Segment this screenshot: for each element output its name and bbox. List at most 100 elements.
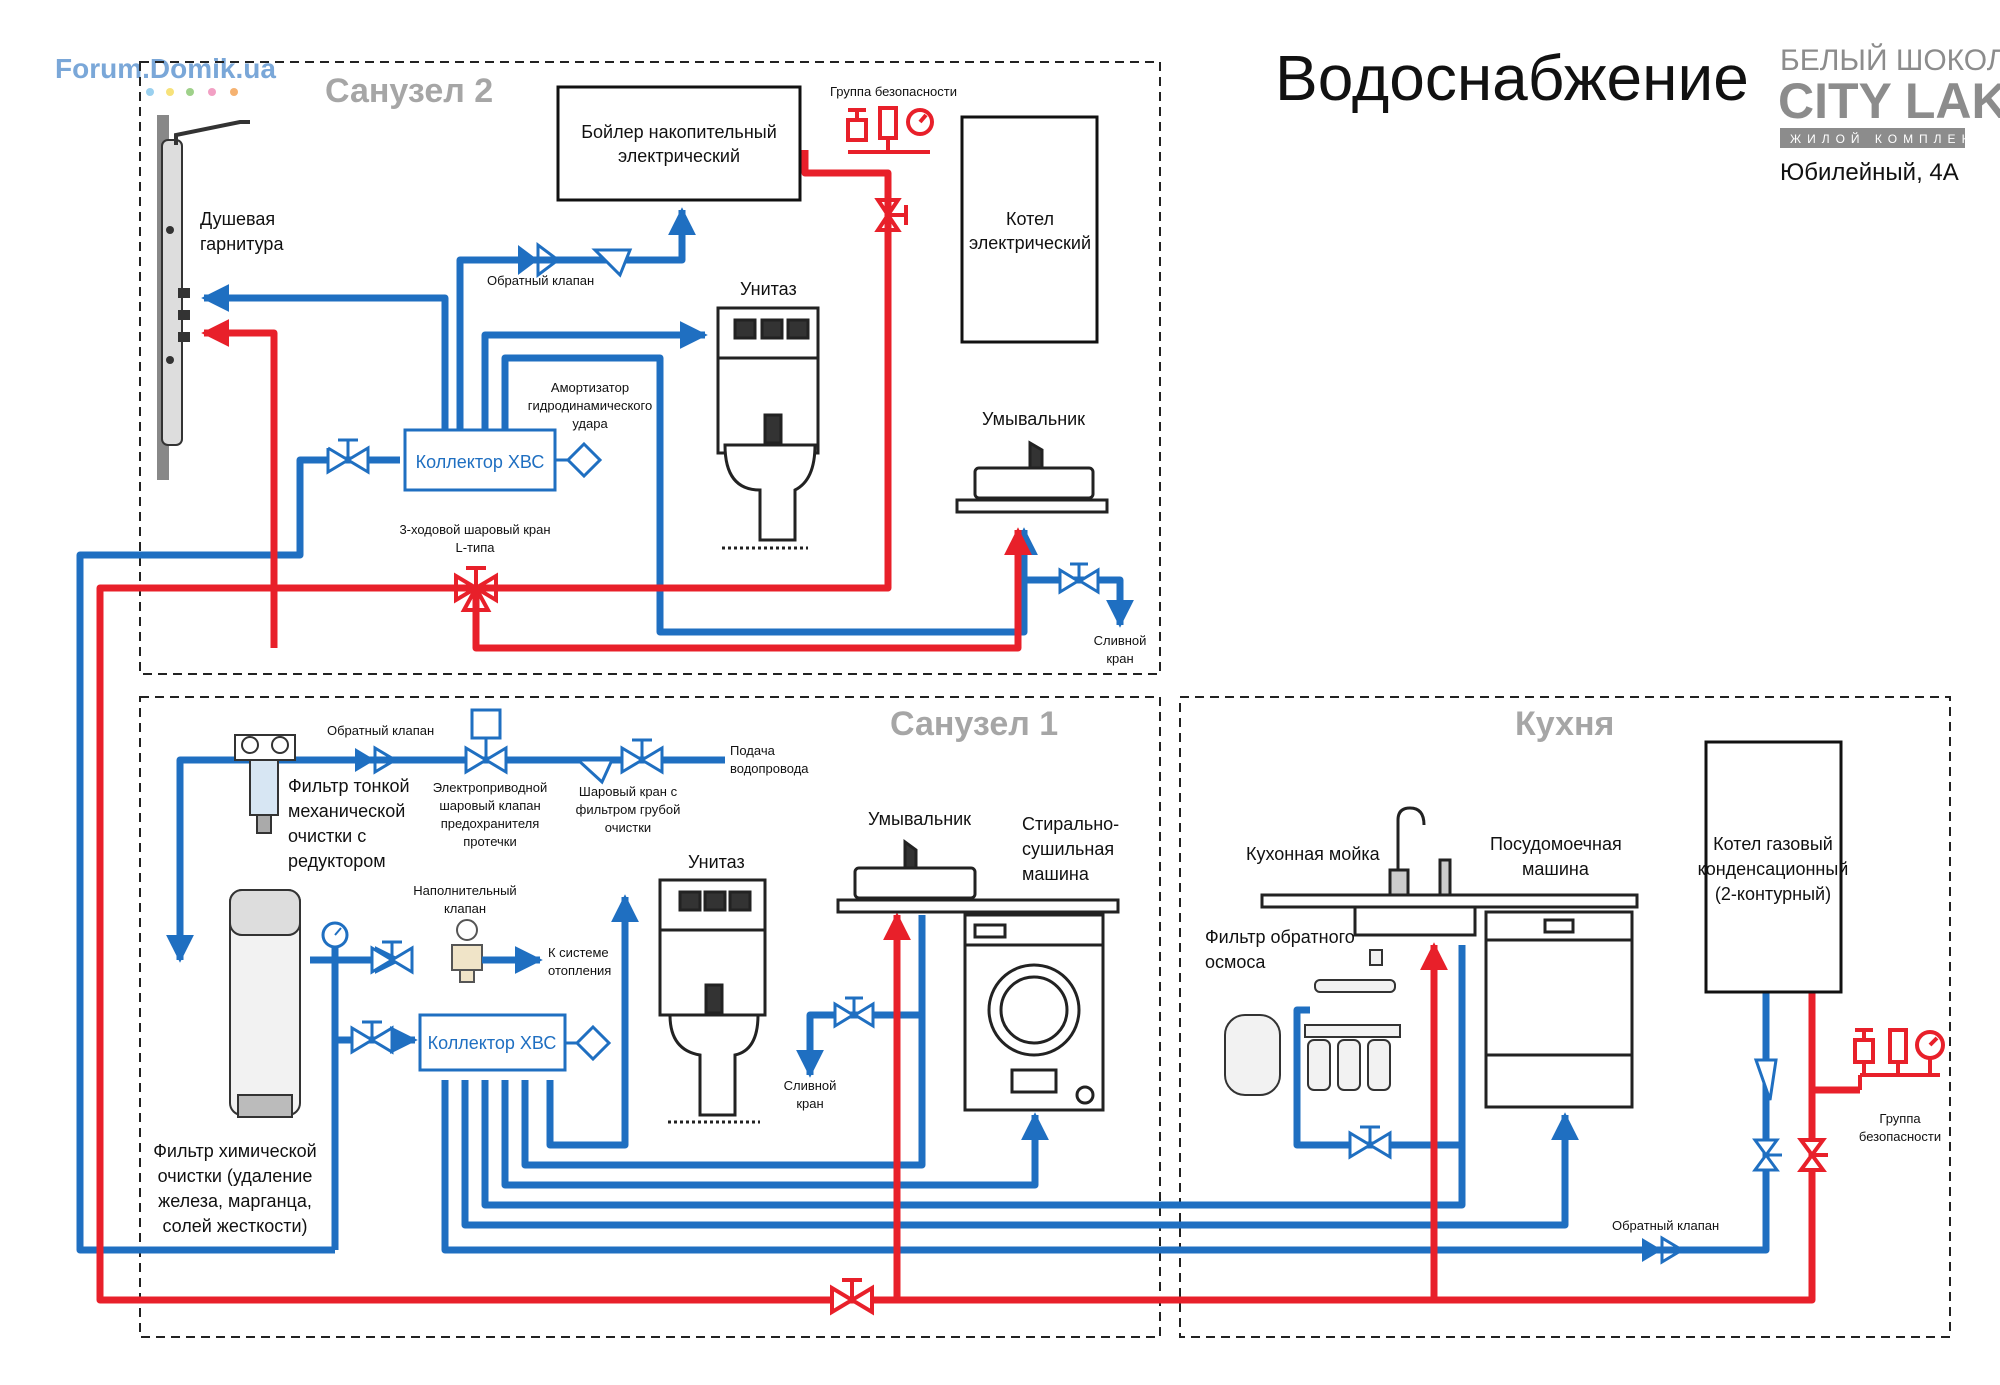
damper-label-l3: удара [572, 416, 608, 431]
valve3-label-l1: 3-ходовой шаровый кран [399, 522, 550, 537]
fine-filter-label-l2: механической [288, 801, 405, 821]
electro-valve-label-l2: шаровый клапан [439, 798, 540, 813]
page-title: Водоснабжение [1275, 42, 1749, 114]
fill-valve-label-l1: Наполнительный [413, 883, 516, 898]
sink-bath1-label: Умывальник [868, 809, 971, 829]
check-valve-icon[interactable] [518, 242, 561, 278]
ro-filter-label-l1: Фильтр обратного [1205, 927, 1355, 947]
toilet-bath2[interactable] [716, 306, 820, 550]
hot-main-valve-icon[interactable] [830, 1278, 874, 1316]
fine-filter-icon[interactable] [234, 734, 296, 834]
damper-icon [565, 441, 603, 479]
ball-valve-label-l2: фильтром грубой [576, 802, 681, 817]
coarse-strainer-icon [574, 758, 615, 785]
drain-bath1-label-l2: кран [796, 1096, 823, 1111]
drain-valve-bath1-icon[interactable] [833, 996, 875, 1029]
damper-label-l1: Амортизатор [551, 380, 629, 395]
chem-filter-label-l1: Фильтр химической [153, 1141, 317, 1161]
brand-logo: БЕЛЫЙ ШОКОЛАД CITY LAKE ЖИЛОЙ КОМПЛЕКС Ю… [1778, 43, 2000, 186]
kitchen-ro-valve-icon[interactable] [1348, 1125, 1392, 1160]
chemical-filter[interactable] [229, 889, 301, 1118]
collector-bath2[interactable] [403, 428, 557, 492]
damper-bath1-icon [574, 1024, 612, 1062]
shower-label-l2: гарнитура [200, 234, 284, 254]
toilet-bath1-label: Унитаз [688, 852, 745, 872]
supply-label-l1: Подача [730, 743, 776, 758]
shower-set[interactable] [157, 115, 250, 480]
kitchen-safety-group-icon[interactable] [1853, 1028, 1945, 1090]
strainer-icon [591, 248, 633, 278]
gas-boiler[interactable] [1704, 740, 1843, 994]
gas-boiler-label-l2: конденсационный [1698, 859, 1849, 879]
drain-valve-bath2-icon[interactable] [1058, 562, 1100, 595]
bath1-section: Фильтр тонкой механической очистки с ред… [153, 708, 1120, 1316]
bath2-section: Душевая гарнитура Бойлер накопительный э… [157, 84, 1146, 666]
drain-bath1-label-l1: Сливной [784, 1078, 837, 1093]
bath1-check-valve-icon[interactable] [355, 745, 398, 775]
dishwasher-label-l1: Посудомоечная [1490, 834, 1622, 854]
header: Водоснабжение Forum.Domik.ua БЕЛЫЙ ШОКОЛ… [55, 42, 2000, 186]
heating-label-l2: отопления [548, 963, 611, 978]
washer-label-l1: Стирально- [1022, 814, 1119, 834]
three-way-valve-icon[interactable] [454, 566, 498, 612]
kitchen-safety-label-l1: Группа [1879, 1111, 1921, 1126]
kitchen-section: Кухонная мойка Посудомоечная машина Филь… [1205, 740, 1945, 1265]
toilet-bath1[interactable] [658, 878, 767, 1124]
fine-filter-label-l1: Фильтр тонкой [288, 776, 410, 796]
chem-filter-label-l2: очистки (удаление [158, 1166, 313, 1186]
sink-bath2-label: Умывальник [982, 409, 1085, 429]
dishwasher[interactable] [1484, 910, 1634, 1109]
washing-machine[interactable] [963, 913, 1105, 1112]
brand-line-1: БЕЛЫЙ ШОКОЛАД [1780, 43, 2000, 77]
fill-valve-label-l2: клапан [444, 901, 486, 916]
bath2-inlet-valve-icon[interactable] [326, 438, 370, 475]
kotel-label-l1: Котел [1006, 209, 1054, 229]
room-frame-bath1 [139, 696, 1161, 1338]
fine-filter-label-l4: редуктором [288, 851, 386, 871]
electro-valve-label-l3: предохранителя [441, 816, 540, 831]
sink-bath2[interactable] [955, 440, 1109, 514]
cold-water-pipes [76, 207, 1770, 1254]
valve3-label-l2: L-типа [455, 540, 495, 555]
collector-bath1[interactable] [418, 1013, 567, 1072]
bath2-check-valve-label: Обратный клапан [487, 273, 594, 288]
gas-boiler-cold-valve-icon[interactable] [1752, 1138, 1782, 1172]
coarse-ball-valve-icon[interactable] [620, 738, 664, 775]
sink-bath1[interactable] [836, 839, 1120, 914]
kotel-label-l2: электрический [969, 233, 1091, 253]
ro-filter-label-l2: осмоса [1205, 952, 1266, 972]
kitchen-sink[interactable] [1260, 806, 1639, 937]
heating-valve-icon[interactable] [370, 940, 414, 975]
kitchen-safety-label-l2: безопасности [1859, 1129, 1941, 1144]
kitchen-sink-label: Кухонная мойка [1246, 844, 1381, 864]
chem-filter-label-l4: солей жесткости) [162, 1216, 307, 1236]
washer-label-l2: сушильная [1022, 839, 1114, 859]
shower-label-l1: Душевая [200, 209, 275, 229]
reverse-osmosis-filter[interactable] [1224, 949, 1401, 1096]
toilet-bath2-label: Унитаз [740, 279, 797, 299]
fill-valve-icon[interactable] [451, 919, 483, 983]
gas-boiler-label-l1: Котел газовый [1713, 834, 1833, 854]
gas-boiler-strainer-icon [1753, 1058, 1778, 1101]
room-frame-bath2 [139, 61, 1161, 675]
kitchen-check-valve-label: Обратный клапан [1612, 1218, 1719, 1233]
address: Юбилейный, 4А [1780, 159, 1959, 186]
dishwasher-label-l2: машина [1522, 859, 1590, 879]
bath1-inlet-valve-icon[interactable] [350, 1020, 394, 1055]
electric-valve-icon[interactable] [464, 708, 508, 775]
fine-filter-label-l3: очистки с [288, 826, 366, 846]
drain-bath2-label-l1: Сливной [1094, 633, 1147, 648]
room-title-bath1: Санузел 1 [890, 705, 1058, 743]
electric-boiler-kotel[interactable] [960, 115, 1099, 344]
gas-boiler-hot-valve-icon[interactable] [1797, 1138, 1828, 1172]
main-cold-pipe-to-bath2 [76, 456, 400, 1254]
hot-ball-valve-icon[interactable] [874, 198, 908, 232]
electro-valve-label-l1: Электроприводной [433, 780, 547, 795]
kitchen-check-valve-icon[interactable] [1642, 1235, 1685, 1265]
boiler[interactable] [556, 85, 802, 202]
safety-group-icon[interactable] [846, 106, 934, 154]
collector-bath2-label: Коллектор ХВС [416, 452, 545, 472]
safety-group-label: Группа безопасности [830, 84, 957, 99]
brand-line-2: CITY LAKE [1778, 73, 2000, 129]
boiler-label-l1: Бойлер накопительный [581, 122, 777, 142]
